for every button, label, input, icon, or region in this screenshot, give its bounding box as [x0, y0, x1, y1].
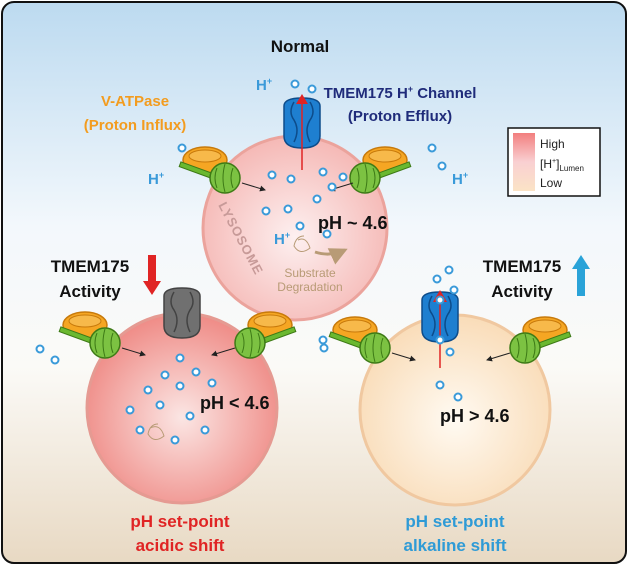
proton-dot [135, 425, 145, 435]
proton-dot [338, 172, 348, 182]
title-normal: Normal [271, 37, 330, 56]
increase-label: TMEM175 [483, 257, 561, 276]
ph-alkaline: pH > 4.6 [440, 406, 510, 426]
decrease-label: TMEM175 [51, 257, 129, 276]
proton-dot [286, 174, 296, 184]
proton-label: H+ [148, 170, 164, 188]
substrate-icon [293, 235, 311, 252]
proton-dot [449, 285, 459, 295]
legend-gradient [513, 133, 535, 191]
legend: High [H+]Lumen Low [507, 127, 601, 197]
legend-low: Low [540, 176, 562, 190]
proton-dot [185, 411, 195, 421]
substrate-label: Substrate [284, 266, 336, 280]
channel-label: TMEM175 H+ Channel [324, 84, 477, 102]
arrow-down-icon [143, 255, 161, 295]
proton-dot [155, 400, 165, 410]
proton-dot [435, 335, 445, 345]
proton-dot [435, 380, 445, 390]
proton-dot [437, 161, 447, 171]
decrease-activity: Activity [59, 282, 121, 301]
proton-dot [327, 182, 337, 192]
lysosome-acidic: pH < 4.6 [58, 287, 297, 505]
proton-dot [290, 79, 300, 89]
proton-dot [427, 143, 437, 153]
proton-dot [200, 425, 210, 435]
proton-dot [432, 274, 442, 284]
proton-dot [283, 204, 293, 214]
substrate-icon [147, 423, 165, 440]
proton-dot [307, 84, 317, 94]
alkaline-result: pH set-point [405, 512, 504, 531]
proton-dot [453, 392, 463, 402]
arrow-up-icon [572, 255, 590, 296]
proton-dot [207, 378, 217, 388]
acidic-shift: acidic shift [136, 536, 225, 555]
proton-dot [175, 381, 185, 391]
proton-dots [35, 79, 463, 445]
proton-dot [175, 353, 185, 363]
proton-dot [35, 344, 45, 354]
proton-dot [160, 370, 170, 380]
proton-dot [125, 405, 135, 415]
proton-dot [191, 367, 201, 377]
ph-acidic: pH < 4.6 [200, 393, 270, 413]
proton-dot [445, 347, 455, 357]
proton-label: H+ [274, 230, 290, 248]
legend-high: High [540, 137, 565, 151]
proton-label: H+ [452, 170, 468, 188]
alkaline-shift: alkaline shift [404, 536, 507, 555]
proton-dot [318, 167, 328, 177]
proton-dot [312, 194, 322, 204]
lysosome-normal: LYSOSOME pH ~ 4.6 Substrate Degradation [178, 94, 412, 322]
proton-dot [322, 229, 332, 239]
channel-sublabel: (Proton Efflux) [348, 108, 452, 125]
proton-dot [143, 385, 153, 395]
inactive-channel-icon [163, 287, 201, 339]
vatpase-sublabel: (Proton Influx) [84, 117, 186, 134]
proton-dot [50, 355, 60, 365]
vatpase-label: V-ATPase [101, 93, 169, 110]
increase-activity: Activity [491, 282, 553, 301]
efflux-arrow-icon [296, 94, 308, 104]
proton-dot [261, 206, 271, 216]
proton-dot [170, 435, 180, 445]
legend-mid: [H+]Lumen [540, 157, 584, 173]
proton-dot [295, 221, 305, 231]
degradation-label: Degradation [277, 280, 342, 294]
proton-dot [319, 343, 329, 353]
proton-label: H+ [256, 76, 272, 94]
proton-dot [267, 170, 277, 180]
acidic-result: pH set-point [130, 512, 229, 531]
proton-dot [444, 265, 454, 275]
proton-dot [435, 295, 445, 305]
ph-normal: pH ~ 4.6 [318, 213, 388, 233]
proton-dot [318, 335, 328, 345]
proton-dot [177, 143, 187, 153]
